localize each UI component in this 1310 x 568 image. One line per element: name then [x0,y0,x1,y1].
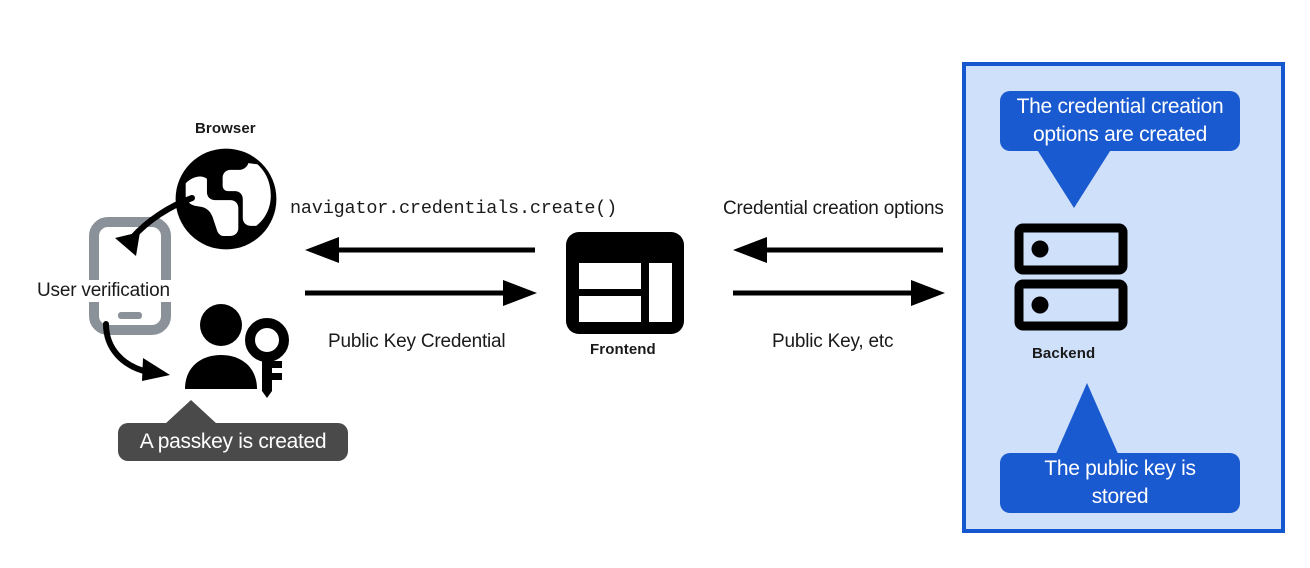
browser-to-phone-arrow [92,190,202,270]
globe-icon [170,143,282,255]
frontend-backend-right-arrow [733,280,945,306]
server-rack-icon [1014,223,1128,332]
phone-to-user-arrow [100,320,204,392]
frontend-label: Frontend [590,341,656,358]
user-verification-label: User verification [36,280,171,303]
navigator-credentials-create-label: navigator.credentials.create() [290,198,618,219]
credential-options-callout: The credential creation options are crea… [1000,91,1240,151]
frontend-backend-left-arrow [733,237,945,263]
passkey-created-callout: A passkey is created [118,423,348,461]
public-key-etc-label: Public Key, etc [772,331,894,352]
credential-options-callout-tail [1036,148,1112,208]
public-key-stored-callout-tail [1055,383,1119,456]
mobile-phone-icon [89,217,171,335]
backend-label: Backend [1032,345,1096,362]
credential-creation-options-label: Credential creation options [723,198,944,219]
web-layout-icon [566,232,684,334]
public-key-stored-callout: The public key is stored [1000,453,1240,513]
user-with-key-icon [183,303,291,398]
browser-frontend-right-arrow [305,280,537,306]
browser-label: Browser [195,120,256,137]
public-key-credential-label: Public Key Credential [328,331,506,352]
passkey-created-callout-tail [165,400,217,424]
browser-frontend-left-arrow [305,237,537,263]
